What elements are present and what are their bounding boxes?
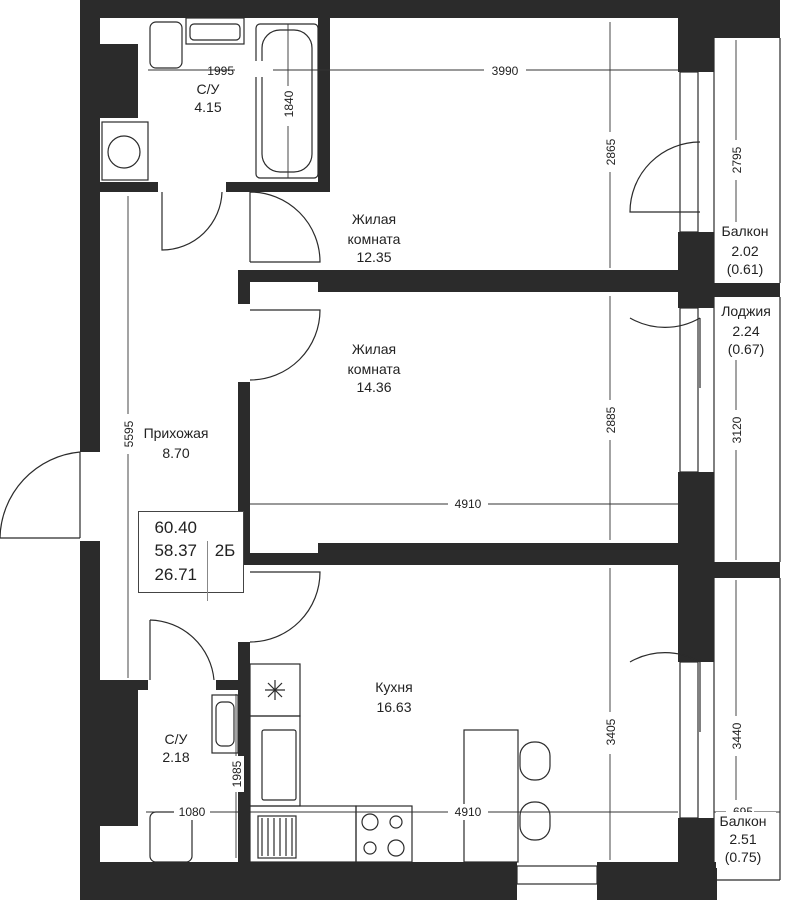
- apartment-type: 2Б: [207, 541, 242, 601]
- hall-name: Прихожая: [144, 425, 209, 441]
- dim-bath-bottom-width: 1080: [179, 805, 206, 819]
- doors: [0, 141, 701, 732]
- loggia-area: 2.24: [732, 323, 759, 339]
- loggia-area-coef: (0.67): [728, 341, 765, 357]
- room-labels: С/У 4.15 Жилая комната 12.35 Жилая комна…: [144, 81, 778, 868]
- dim-hall-length: 5595: [122, 420, 136, 447]
- total-area: 60.40: [154, 518, 197, 537]
- balcony1-name: Балкон: [722, 223, 769, 239]
- windows: [516, 38, 781, 885]
- dim-living2-width: 4910: [455, 497, 482, 511]
- living1-area: 12.35: [356, 249, 391, 265]
- balcony1-area: 2.02: [731, 243, 758, 259]
- living1-name-line2: комната: [348, 231, 401, 247]
- bath-bottom-name: С/У: [165, 731, 188, 747]
- fixtures: [101, 17, 551, 863]
- dimension-lines: [127, 22, 780, 860]
- walls: [80, 0, 780, 900]
- dimension-labels: 1995 3990 1840 2865 2795 2885 3120 4910 …: [120, 61, 754, 820]
- kitchen-name: Кухня: [375, 679, 412, 695]
- area-no-balcony: 58.37: [154, 541, 197, 560]
- living2-name-line2: комната: [348, 361, 401, 377]
- hall-area: 8.70: [162, 445, 189, 461]
- dim-living1-width: 3990: [492, 64, 519, 78]
- balcony1-area-coef: (0.61): [727, 261, 764, 277]
- bath-top-area: 4.15: [194, 99, 221, 115]
- dim-bath-bottom-height: 1985: [230, 760, 244, 787]
- balcony2-area-coef: (0.75): [725, 849, 762, 865]
- loggia-name: Лоджия: [721, 303, 771, 319]
- bath-top-name: С/У: [197, 81, 220, 97]
- living2-name-line1: Жилая: [352, 341, 396, 357]
- living2-area: 14.36: [356, 379, 391, 395]
- living-area: 26.71: [154, 565, 197, 584]
- living1-name-line1: Жилая: [352, 211, 396, 227]
- dim-bath-top-height: 1840: [282, 90, 296, 117]
- balcony2-name: Балкон: [720, 813, 767, 829]
- dim-loggia-height: 3120: [730, 416, 744, 443]
- dim-balcony2-height: 3440: [730, 722, 744, 749]
- bath-bottom-area: 2.18: [162, 749, 189, 765]
- dim-living2-height: 2885: [604, 406, 618, 433]
- dim-bath-top-width: 1995: [207, 64, 234, 78]
- dim-balcony1-height: 2795: [730, 146, 744, 173]
- dim-kitchen-width: 4910: [455, 805, 482, 819]
- kitchen-area: 16.63: [376, 699, 411, 715]
- dim-kitchen-height: 3405: [604, 718, 618, 745]
- dim-living1-height: 2865: [604, 138, 618, 165]
- balcony2-area: 2.51: [729, 831, 756, 847]
- area-summary-card: 60.40 58.37 26.71 2Б: [138, 511, 244, 601]
